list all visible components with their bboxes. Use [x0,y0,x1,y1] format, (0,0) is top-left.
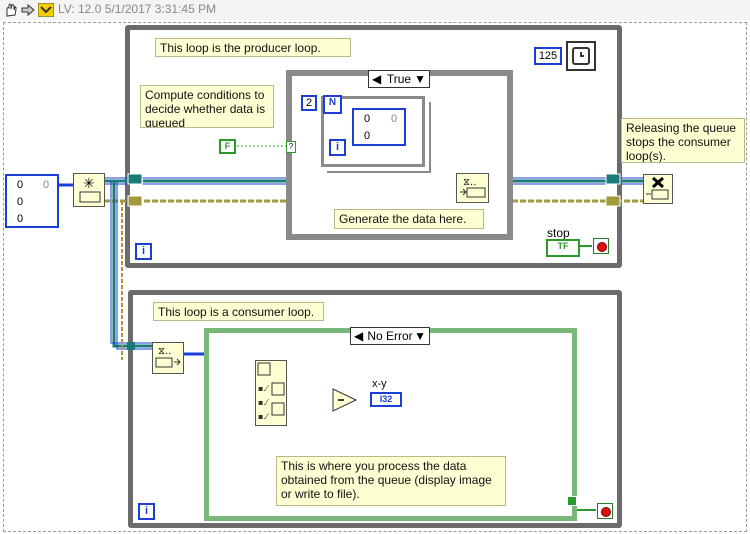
toolbar: LV: 12.0 5/1/2017 3:31:45 PM [0,0,750,20]
indicator-type: I32 [379,394,393,404]
consumer-case-prev-icon[interactable]: ◀ [354,329,364,343]
indicator-terminal: I32 [370,392,402,407]
case-next-icon[interactable]: ▼ [414,72,426,86]
svg-text:▪.⁄: ▪.⁄ [258,384,269,393]
arrow-right-icon[interactable] [21,3,35,17]
init-array-value-0[interactable]: 0 [17,179,24,191]
producer-case-label: True [386,72,412,86]
version-text: LV: 12.0 5/1/2017 3:31:45 PM [58,2,217,16]
release-queue-node[interactable] [643,174,673,204]
wait-ms-node[interactable] [566,41,596,71]
subtract-icon[interactable] [332,388,358,412]
labview-icon [38,3,54,17]
wire-to-consumer [112,181,152,348]
init-array-constant[interactable]: 0 0 0 0 [5,174,59,228]
dequeue-node[interactable]: ⧖.. [152,342,184,374]
generate-data-comment: Generate the data here. [334,209,484,229]
wait-ms-constant[interactable]: 125 [534,47,562,65]
for-loop-iteration-terminal: i [329,139,346,156]
unbundle-node[interactable]: ▪.⁄ ▪.⁄ ▪.⁄ [255,360,287,426]
inner-array-value-1[interactable]: 0 [364,130,371,142]
case-prev-icon[interactable]: ◀ [372,72,382,86]
svg-text:▪.⁄: ▪.⁄ [258,398,269,407]
producer-case-selector[interactable]: ◀ True ▼ [368,70,430,88]
svg-text:⧖..: ⧖.. [463,177,476,188]
producer-iteration-terminal: i [135,243,152,260]
consumer-while-loop[interactable] [128,290,622,528]
inner-array-constant[interactable]: 0 0 0 [352,108,406,146]
clock-icon [572,47,590,65]
consumer-case-label: No Error [367,329,413,343]
hand-icon[interactable] [4,3,18,17]
stop-control[interactable]: TF [546,239,580,257]
consumer-loop-comment: This loop is a consumer loop. [153,302,324,321]
error-status-terminal [567,496,577,506]
enqueue-node[interactable]: ⧖.. [456,173,489,203]
init-array-value-1[interactable]: 0 [17,196,24,208]
dequeue-icon: ⧖.. [155,346,181,368]
selector-terminal: ? [286,141,296,153]
producer-stop-terminal[interactable] [593,238,609,254]
release-queue-icon [646,176,669,200]
consumer-iteration-terminal: i [138,503,155,520]
inner-array-value-0[interactable]: 0 [364,113,371,125]
enqueue-icon: ⧖.. [460,177,486,198]
svg-text:▪.⁄: ▪.⁄ [258,412,269,421]
block-diagram [3,22,747,532]
svg-text:✳: ✳ [83,176,95,192]
false-constant[interactable]: F [219,139,236,154]
svg-text:⧖..: ⧖.. [158,346,171,357]
process-data-comment: This is where you process the data obtai… [276,456,506,506]
conditions-comment: Compute conditions to decide whether dat… [140,85,274,128]
consumer-case-next-icon[interactable]: ▼ [414,329,426,343]
n-terminal: N [323,95,342,114]
consumer-case-selector[interactable]: ◀ No Error ▼ [350,327,430,345]
consumer-stop-terminal[interactable] [597,503,613,519]
producer-while-loop[interactable] [125,25,622,268]
obtain-queue-node[interactable]: ✳ [73,173,105,207]
stop-label: stop [547,226,570,240]
unbundle-icon: ▪.⁄ ▪.⁄ ▪.⁄ [257,362,285,421]
init-array-value-2[interactable]: 0 [17,213,24,225]
inner-array-index[interactable]: 0 [391,113,398,125]
loop-count-constant[interactable]: 2 [301,95,317,111]
release-queue-comment: Releasing the queue stops the consumer l… [621,118,745,163]
producer-loop-comment: This loop is the producer loop. [155,38,351,57]
init-array-index[interactable]: 0 [43,179,50,191]
obtain-queue-icon: ✳ [79,176,101,203]
indicator-label: x-y [372,378,387,390]
